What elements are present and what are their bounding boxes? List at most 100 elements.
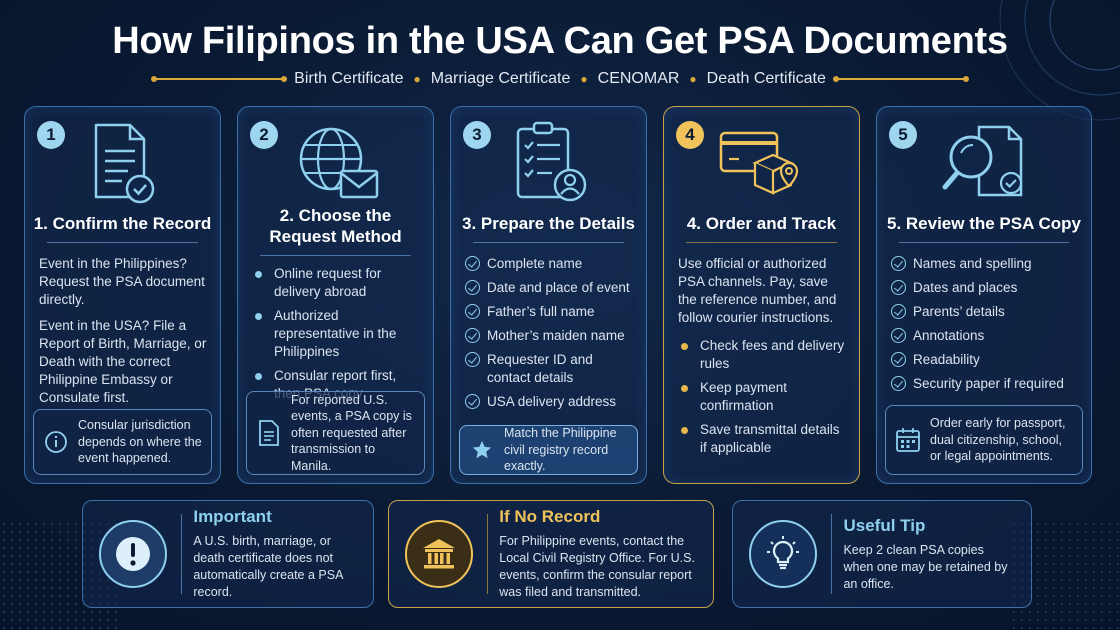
list-item: Save transmittal details if applicable: [678, 421, 849, 457]
step-number: 2: [250, 121, 278, 149]
globe-envelope-icon: [299, 127, 378, 199]
list-item: Online request for delivery abroad: [252, 265, 423, 301]
document-check-icon: [94, 123, 154, 204]
list-item: Check fees and delivery rules: [678, 337, 849, 373]
title-separator: [899, 242, 1069, 243]
magnifier-document-icon: [942, 125, 1023, 197]
step-title-line: 2. Choose the: [279, 206, 392, 225]
step-title: 1. Confirm the Record: [33, 214, 212, 233]
details-checklist: Complete name Date and place of event Fa…: [465, 255, 636, 411]
checklist-label: USA delivery address: [487, 394, 617, 409]
separator-dot: ●: [580, 72, 588, 86]
note-text: For reported U.S. events, a PSA copy is …: [291, 392, 412, 473]
list-item: Authorized representative in the Philipp…: [252, 307, 423, 361]
checklist-label: Requester ID and contact details: [487, 352, 593, 385]
box-text: Keep 2 clean PSA copies when one may be …: [843, 542, 1008, 591]
info-note: Consular jurisdiction depends on where t…: [33, 409, 212, 475]
step-number: 4: [676, 121, 704, 149]
step-card-1: 1 1. Confirm the Record Event in the Phi…: [24, 106, 221, 484]
check-icon: [891, 328, 906, 343]
box-title: Important: [193, 507, 272, 526]
step-card-2: 2 2. Choose the Request Method Online re…: [237, 106, 434, 484]
checklist-item: Parents’ details: [891, 303, 1081, 321]
note-text: Match the Philippine civil registry reco…: [504, 426, 617, 474]
note-text: Consular jurisdiction depends on where t…: [78, 418, 202, 466]
document-types-row: Birth Certificate ● Marriage Certificate…: [0, 70, 1120, 88]
step-body: Online request for delivery abroad Autho…: [252, 265, 423, 409]
step-paragraph: Event in the Philippines? Request the PS…: [39, 256, 205, 307]
page-title: How Filipinos in the USA Can Get PSA Doc…: [112, 20, 1008, 62]
checklist-item: Security paper if required: [891, 375, 1081, 393]
star-icon: [468, 436, 496, 464]
doc-type: CENOMAR: [597, 70, 680, 87]
step-paragraph: Event in the USA? File a Report of Birth…: [39, 318, 207, 405]
doc-type: Death Certificate: [706, 70, 826, 87]
checklist-item: Readability: [891, 351, 1081, 369]
divider-line: [832, 76, 969, 82]
document-icon: [255, 419, 283, 447]
list-item: Keep payment confirmation: [678, 379, 849, 415]
check-icon: [465, 328, 480, 343]
checklist-label: Readability: [913, 352, 980, 367]
tracking-list: Check fees and delivery rules Keep payme…: [678, 337, 849, 457]
box-title: If No Record: [499, 507, 601, 526]
step-title-line: Request Method: [269, 227, 402, 246]
useful-tip-content: Useful Tip Keep 2 clean PSA copies when …: [843, 516, 1015, 593]
check-icon: [891, 376, 906, 391]
check-icon: [465, 280, 480, 295]
title-separator: [260, 255, 411, 256]
card-package-location-icon: [719, 131, 798, 195]
check-icon: [891, 304, 906, 319]
if-no-record-content: If No Record For Philippine events, cont…: [499, 507, 697, 601]
checklist-item: Requester ID and contact details: [465, 351, 636, 387]
check-icon: [465, 394, 480, 409]
checklist-item: Dates and places: [891, 279, 1081, 297]
step-number: 3: [463, 121, 491, 149]
step-body: Use official or authorized PSA channels.…: [678, 255, 849, 463]
step-card-5: 5 5. Review the PSA Copy Names and spell…: [876, 106, 1092, 484]
checklist-label: Dates and places: [913, 280, 1018, 295]
checklist-item: Date and place of event: [465, 279, 636, 297]
separator-dot: ●: [689, 72, 697, 86]
separator-dot: ●: [413, 72, 421, 86]
checklist-label: Complete name: [487, 256, 583, 271]
step-title: 3. Prepare the Details: [462, 214, 635, 233]
check-icon: [465, 304, 480, 319]
note-text: Order early for passport, dual citizensh…: [930, 416, 1066, 464]
exclamation-icon: [99, 520, 167, 588]
checklist-label: Mother’s maiden name: [487, 328, 625, 343]
checklist-label: Parents’ details: [913, 304, 1005, 319]
check-icon: [465, 352, 480, 367]
step-number: 1: [37, 121, 65, 149]
step-title: 4. Order and Track: [686, 214, 837, 233]
review-checklist: Names and spelling Dates and places Pare…: [891, 255, 1081, 393]
lightbulb-icon: [749, 520, 817, 588]
box-text: For Philippine events, contact the Local…: [499, 534, 695, 599]
checklist-item: USA delivery address: [465, 393, 636, 411]
government-building-icon: [405, 520, 473, 588]
checklist-label: Annotations: [913, 328, 985, 343]
info-note: For reported U.S. events, a PSA copy is …: [246, 391, 425, 475]
if-no-record-box: If No Record For Philippine events, cont…: [388, 500, 714, 608]
step-number: 5: [889, 121, 917, 149]
checklist-label: Date and place of event: [487, 280, 630, 295]
check-icon: [891, 280, 906, 295]
check-icon: [891, 256, 906, 271]
step-card-4: 4 4. Order and Track Use official or aut…: [663, 106, 860, 484]
check-icon: [465, 256, 480, 271]
checklist-label: Security paper if required: [913, 376, 1064, 391]
doc-type: Birth Certificate: [294, 70, 404, 87]
step-body: Event in the Philippines? Request the PS…: [39, 255, 210, 415]
important-box: Important A U.S. birth, marriage, or dea…: [82, 500, 374, 608]
checklist-item: Complete name: [465, 255, 636, 273]
step-title: 2. Choose the Request Method: [246, 205, 425, 247]
important-content: Important A U.S. birth, marriage, or dea…: [193, 507, 357, 601]
step-card-3: 3 3. Prepare the Details Complete name D…: [450, 106, 647, 484]
title-separator: [47, 242, 198, 243]
title-separator: [686, 242, 837, 243]
step-body: Names and spelling Dates and places Pare…: [891, 255, 1081, 399]
useful-tip-box: Useful Tip Keep 2 clean PSA copies when …: [732, 500, 1032, 608]
checklist-item: Names and spelling: [891, 255, 1081, 273]
doc-type: Marriage Certificate: [430, 70, 571, 87]
info-note: Order early for passport, dual citizensh…: [885, 405, 1083, 475]
